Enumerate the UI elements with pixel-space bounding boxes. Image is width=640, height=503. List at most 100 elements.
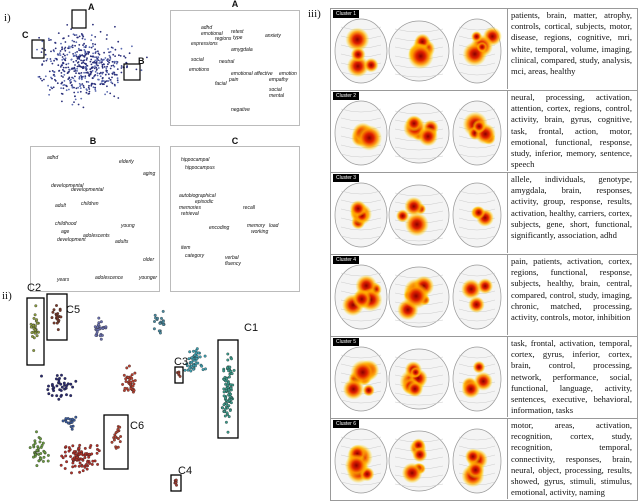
cluster-dot [130,373,134,377]
cluster-dot [222,387,226,391]
activation-blob [466,460,485,479]
overview-dot [68,70,70,73]
overview-dot [44,49,47,51]
overview-dot [96,57,99,60]
overview-dot [84,52,86,55]
overview-dot [103,51,105,54]
overview-dot [104,93,106,96]
overview-dot [84,54,86,57]
box-b [123,63,141,81]
overview-dot [70,45,73,48]
cluster-label-c6: C6 [130,420,145,432]
activation-blob [461,279,482,300]
cluster-dot [52,321,56,325]
cluster-dot [28,446,32,450]
activation-blob [461,379,481,399]
overview-dot [75,72,77,74]
word: facial [215,81,227,87]
word: developmental [71,187,104,193]
cluster-dot [190,356,194,360]
cluster-dot [39,452,43,455]
overview-dot [92,23,94,26]
activation-blob [349,200,367,217]
overview-dot [60,64,63,67]
overview-dot [68,69,71,71]
cluster-dot [33,439,37,443]
cluster-dot [90,462,94,466]
word: amygdala [231,47,253,53]
cluster-dot [77,446,81,450]
cluster-box-c6 [103,414,129,470]
overview-dot [67,66,70,69]
word: childhood [55,221,77,227]
cluster-dot [87,455,91,459]
overview-dot [85,80,88,83]
panel-a-title: A [231,0,239,9]
cluster-dot [227,415,231,419]
overview-dot [48,70,51,73]
cluster-dot [127,364,131,368]
cluster-dot [58,308,62,312]
cluster-dot [59,389,63,392]
cluster-dot [96,462,100,466]
overview-dot [90,63,93,66]
overview-dot [47,37,50,40]
word: fluency [225,261,241,267]
overview-dot [108,61,110,64]
overview-dot [87,51,90,54]
overview-dot [105,69,108,72]
cluster-dot [224,420,228,424]
cluster-dot [222,369,226,373]
overview-dot [101,79,104,82]
cluster-dot [33,441,37,445]
overview-dot [67,47,69,50]
overview-dot [73,101,75,103]
cluster-dot [80,464,84,468]
cluster-dot [226,406,229,410]
overview-dot [64,58,66,61]
overview-dot [77,91,79,94]
overview-dot [94,88,97,91]
overview-dot [90,58,93,61]
overview-dot [116,74,118,76]
overview-dot [123,55,125,58]
cluster-dot [40,374,43,378]
cluster-dot [46,388,50,392]
word: autobiographical [179,193,216,199]
activation-blob [407,43,434,69]
cluster-dot [33,313,37,317]
overview-dot [68,45,70,48]
overview-dot [65,89,68,92]
overview-dot [71,46,74,49]
cluster-dot [47,392,51,396]
cluster-dot [79,457,83,461]
overview-dot [120,47,123,50]
overview-dot [89,60,92,63]
word: expressions [191,41,218,47]
cluster-dot [55,304,58,307]
box-label-a: A [88,2,95,12]
overview-dot [64,57,67,60]
overview-dot [101,66,104,69]
cluster-dot [195,357,199,361]
cluster-dot [59,463,63,467]
overview-dot [50,39,52,41]
word: younger [139,275,158,281]
brain-maps [333,339,505,417]
activation-blob [476,41,488,53]
cluster-dot [32,455,35,459]
cluster-dot [83,452,87,456]
word: memories [179,205,201,211]
overview-dot [100,61,103,64]
overview-dot [49,89,51,91]
cluster-dot [228,399,232,402]
cluster-dot [186,368,190,372]
word: age [61,229,70,235]
panel-b-title: B [89,136,97,146]
overview-dot [74,98,77,101]
cluster-dot [77,464,81,468]
cluster-dot [35,321,39,325]
overview-dot [59,54,62,56]
overview-dot [93,82,95,85]
overview-dot [38,36,40,39]
